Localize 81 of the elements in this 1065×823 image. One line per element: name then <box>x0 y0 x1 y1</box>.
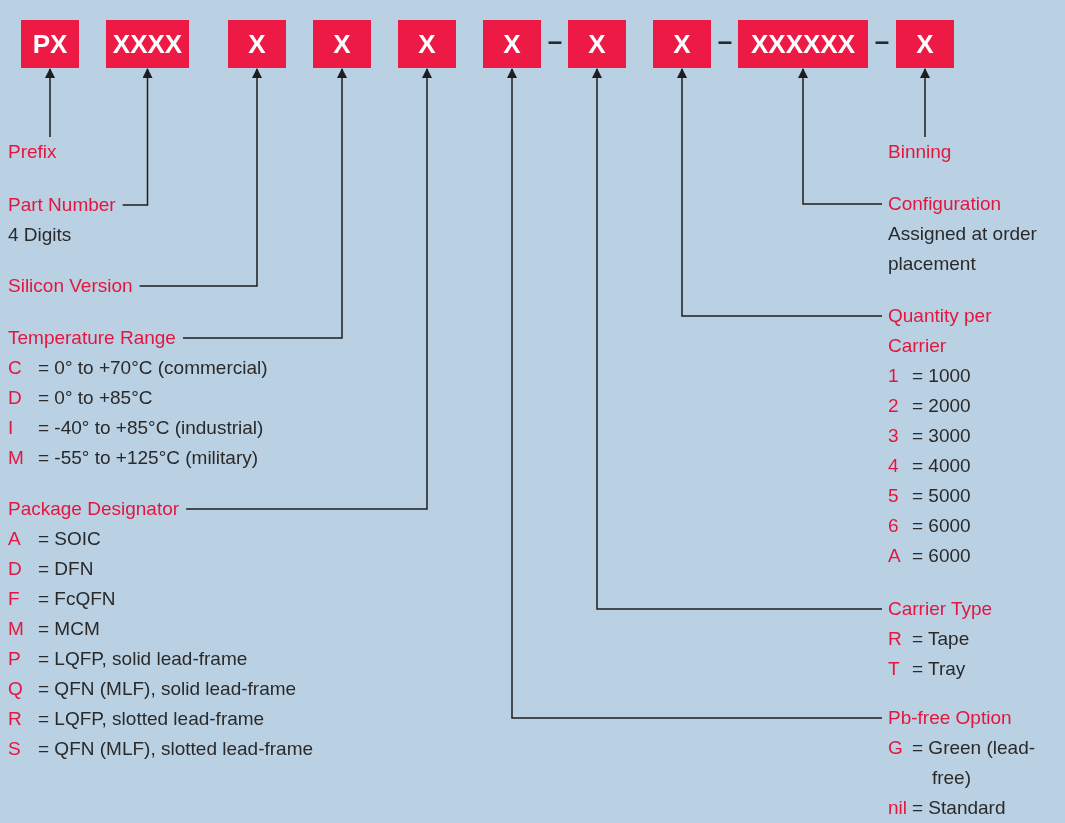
code-meaning: = 6000 <box>912 544 972 568</box>
code-meaning: = QFN (MLF), slotted lead-frame <box>38 737 314 761</box>
code-letter: 4 <box>888 454 900 478</box>
code-letter: S <box>8 737 22 761</box>
code-letter: Q <box>8 677 24 701</box>
code-meaning: = FcQFN <box>38 587 117 611</box>
code-meaning: = 1000 <box>912 364 972 388</box>
code-meaning: = 6000 <box>912 514 972 538</box>
code-letter: I <box>8 416 15 440</box>
field-heading: Part Number <box>8 190 123 220</box>
code-meaning: = LQFP, slotted lead-frame <box>38 707 265 731</box>
code-letter: A <box>8 527 22 551</box>
code-box: XXXXXX <box>738 20 868 68</box>
leader-arrow <box>592 68 883 610</box>
code-letter: 1 <box>888 364 900 388</box>
code-meaning: = 4000 <box>912 454 972 478</box>
code-box: X <box>313 20 371 68</box>
leader-arrow <box>45 68 55 138</box>
code-meaning: = Tray <box>912 657 967 681</box>
leader-arrow <box>677 68 883 317</box>
leader-arrow <box>182 68 347 339</box>
field-heading: Configuration <box>882 189 1002 219</box>
leader-arrow <box>507 68 883 719</box>
code-letter: A <box>888 544 902 568</box>
code-meaning: = DFN <box>38 557 95 581</box>
field-heading: Pb-free Option <box>882 703 1012 733</box>
code-letter: D <box>8 557 23 581</box>
code-letter: 5 <box>888 484 900 508</box>
code-meaning: = SOIC <box>38 527 102 551</box>
code-letter: 6 <box>888 514 900 538</box>
code-box: X <box>228 20 286 68</box>
code-box: X <box>896 20 954 68</box>
field-heading: Prefix <box>8 137 64 167</box>
code-meaning: = MCM <box>38 617 101 641</box>
separator-dash: – <box>717 26 733 56</box>
field-heading: Binning <box>882 137 952 167</box>
code-letter: 2 <box>888 394 900 418</box>
code-box: PX <box>21 20 79 68</box>
leader-arrow <box>138 68 262 287</box>
code-meaning: = 0° to +70°C (commercial) <box>38 356 268 380</box>
code-box: XXXX <box>106 20 189 68</box>
code-box: X <box>568 20 626 68</box>
code-meaning: = Tape <box>912 627 971 651</box>
code-meaning: = -40° to +85°C (industrial) <box>38 416 264 440</box>
code-meaning: = 5000 <box>912 484 972 508</box>
field-heading: Temperature Range <box>8 323 183 353</box>
code-letter: nil <box>888 796 908 820</box>
code-letter: D <box>8 386 23 410</box>
field-heading: Quantity per Carrier <box>882 301 1012 361</box>
code-letter: C <box>8 356 23 380</box>
code-letter: P <box>8 647 22 671</box>
field-heading: Carrier Type <box>882 594 993 624</box>
code-box: X <box>398 20 456 68</box>
code-meaning: = QFN (MLF), solid lead-frame <box>38 677 297 701</box>
code-box: X <box>653 20 711 68</box>
code-letter: M <box>8 446 25 470</box>
code-meaning: = 0° to +85°C <box>38 386 153 410</box>
code-letter: F <box>8 587 21 611</box>
code-letter: 3 <box>888 424 900 448</box>
code-letter: R <box>8 707 23 731</box>
field-note: Assigned at order placement <box>888 222 1038 276</box>
leader-arrow <box>798 68 883 205</box>
code-meaning: = -55° to +125°C (military) <box>38 446 259 470</box>
field-heading: Silicon Version <box>8 271 140 301</box>
code-letter: R <box>888 627 903 651</box>
field-heading: Package Designator <box>8 494 187 524</box>
code-box: X <box>483 20 541 68</box>
code-meaning: = 2000 <box>912 394 972 418</box>
leader-arrow <box>121 68 153 206</box>
code-letter: T <box>888 657 901 681</box>
leader-arrow <box>920 68 930 138</box>
separator-dash: – <box>874 26 890 56</box>
code-meaning: = Green (lead-free) <box>912 736 1037 790</box>
separator-dash: – <box>547 26 563 56</box>
code-letter: M <box>8 617 25 641</box>
code-letter: G <box>888 736 904 760</box>
code-meaning: = 3000 <box>912 424 972 448</box>
field-note: 4 Digits <box>8 223 73 247</box>
leader-arrow <box>185 68 432 510</box>
code-meaning: = LQFP, solid lead-frame <box>38 647 248 671</box>
code-meaning: = Standard <box>912 796 1007 820</box>
